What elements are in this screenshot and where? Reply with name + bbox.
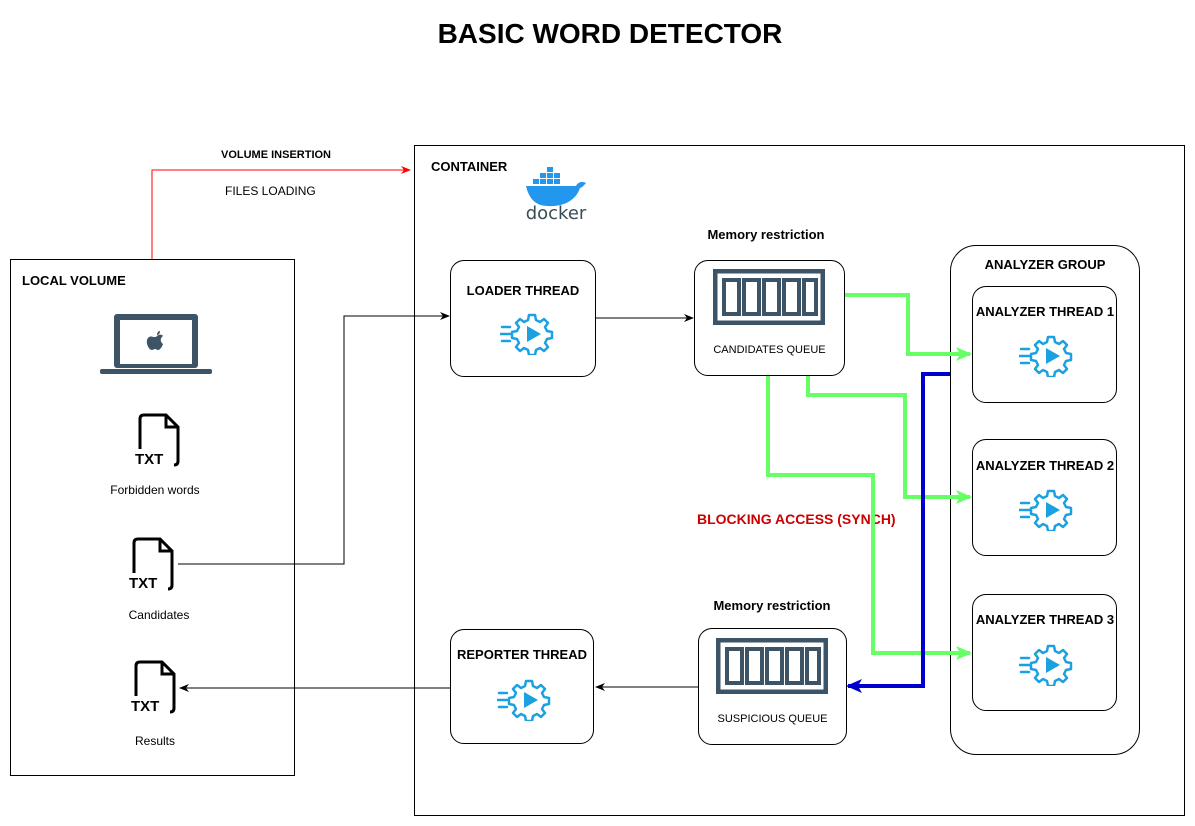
- candidates-queue-icon: [712, 268, 826, 326]
- files-loading-label: FILES LOADING: [225, 184, 316, 198]
- results-file-icon: TXT: [126, 660, 180, 715]
- apple-icon: [146, 331, 163, 350]
- file-type-text: TXT: [131, 698, 159, 714]
- suspicious-queue-icon: [715, 637, 829, 695]
- candidates-memory-note: Memory restriction: [707, 227, 825, 242]
- volume-insertion-label: VOLUME INSERTION: [221, 149, 332, 161]
- laptop-icon: [100, 313, 212, 375]
- forbidden-words-file-icon: TXT: [130, 413, 184, 468]
- analyzer-3-gear-play-icon: [1017, 644, 1073, 691]
- analyzer-2-gear-play-icon: [1017, 489, 1073, 536]
- candidates-queue-box: [694, 260, 845, 376]
- page-title: BASIC WORD DETECTOR: [437, 18, 783, 49]
- green-flow-to-analyzer-2: [806, 376, 972, 504]
- analyzer-group-label: ANALYZER GROUP: [984, 257, 1106, 272]
- suspicious-queue-label: SUSPICIOUS QUEUE: [717, 713, 828, 725]
- local-volume-label: LOCAL VOLUME: [22, 273, 126, 288]
- candidates-caption: Candidates: [128, 608, 190, 622]
- file-type-text: TXT: [135, 451, 163, 467]
- loader-gear-play-icon: [498, 313, 554, 360]
- docker-logo: docker: [520, 165, 592, 224]
- docker-whale-icon: docker: [526, 167, 587, 224]
- loader-thread-box: [450, 260, 596, 377]
- blocking-access-label: BLOCKING ACCESS (SYNCH): [697, 511, 896, 527]
- analyzer-1-gear-play-icon: [1017, 335, 1073, 382]
- candidates-to-loader-arrow: [178, 312, 450, 565]
- green-flow-to-analyzer-1: [845, 293, 972, 361]
- container-label: CONTAINER: [431, 159, 508, 174]
- analyzer-thread-3-label: ANALYZER THREAD 3: [975, 612, 1115, 627]
- reporter-thread-label: REPORTER THREAD: [456, 647, 587, 662]
- green-flow-to-analyzer-3: [766, 376, 972, 660]
- suspicious-memory-note: Memory restriction: [713, 598, 831, 613]
- candidates-file-icon: TXT: [124, 537, 178, 592]
- candidates-queue-label: CANDIDATES QUEUE: [713, 344, 826, 356]
- docker-text: docker: [526, 203, 587, 221]
- file-type-text: TXT: [129, 575, 157, 591]
- blue-flow-to-suspicious-queue: [846, 372, 950, 693]
- reporter-gear-play-icon: [495, 679, 551, 726]
- analyzer-thread-2-label: ANALYZER THREAD 2: [975, 458, 1115, 473]
- loader-thread-label: LOADER THREAD: [466, 283, 580, 298]
- analyzer-thread-1-label: ANALYZER THREAD 1: [975, 304, 1115, 319]
- volume-insertion-arrow: [151, 166, 411, 259]
- forbidden-words-caption: Forbidden words: [110, 483, 200, 497]
- results-caption: Results: [134, 734, 175, 748]
